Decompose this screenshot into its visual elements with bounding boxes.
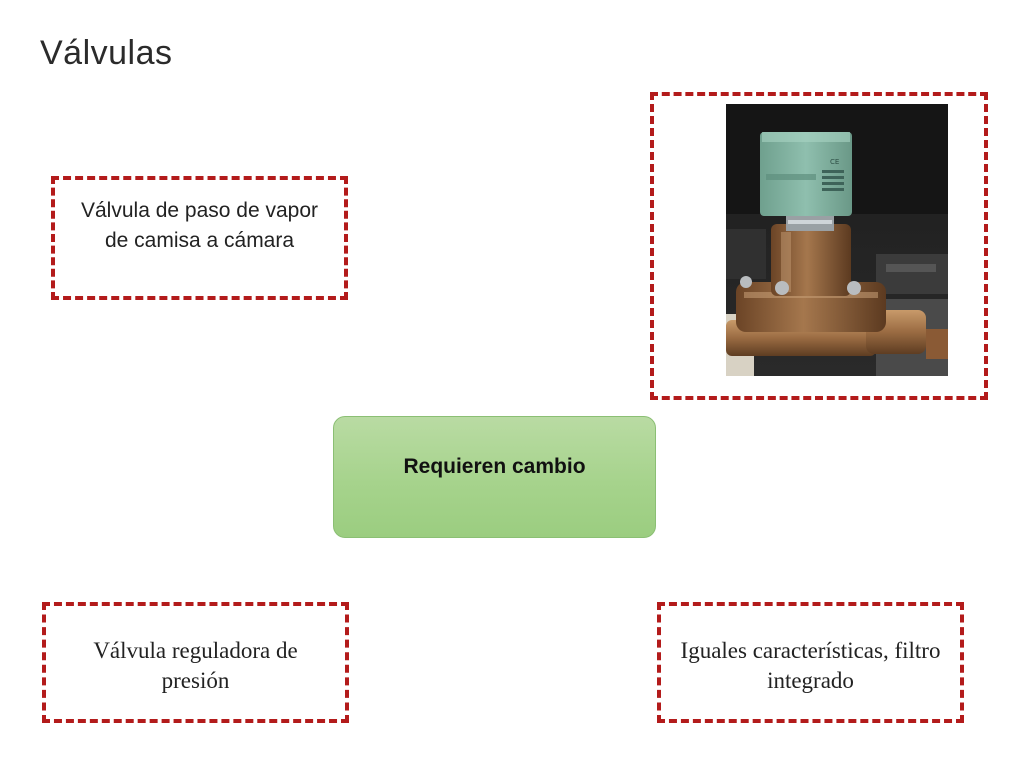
solenoid-valve-photo: CE — [726, 104, 948, 376]
pressure-regulator-valve-box: Válvula reguladora de presión — [42, 602, 349, 723]
valve-steam-passage-box: Válvula de paso de vapor de camisa a cám… — [51, 176, 348, 300]
pressure-regulator-valve-label: Válvula reguladora de presión — [93, 638, 298, 693]
slide-title: Válvulas — [40, 34, 173, 72]
requires-change-label: Requieren cambio — [403, 455, 586, 478]
svg-text:CE: CE — [830, 158, 839, 166]
valve-steam-passage-label: Válvula de paso de vapor de camisa a cám… — [81, 199, 318, 252]
valve-photo-frame: CE — [650, 92, 988, 400]
same-features-label: Iguales características, filtro integrad… — [680, 638, 941, 693]
same-features-box: Iguales características, filtro integrad… — [657, 602, 964, 723]
requires-change-node: Requieren cambio — [333, 416, 656, 538]
